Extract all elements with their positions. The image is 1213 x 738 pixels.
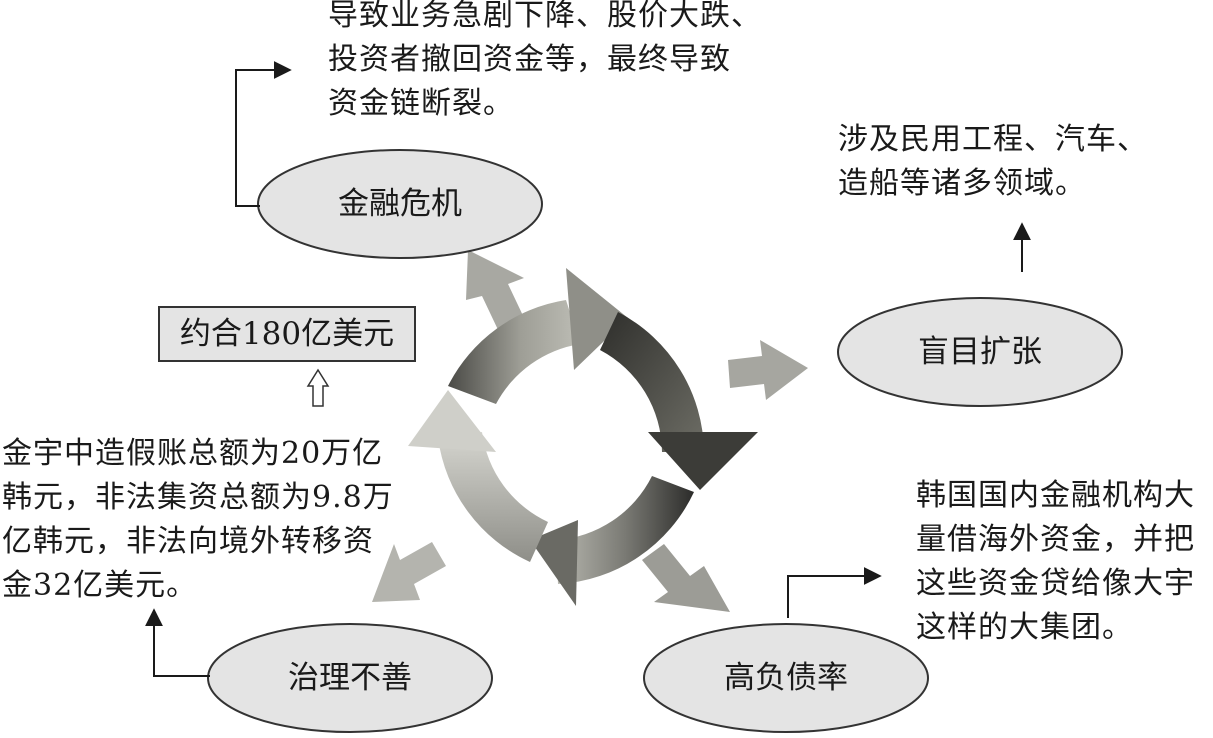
- outward-arrow-financial-crisis: [466, 250, 526, 334]
- node-label-financial-crisis: 金融危机: [338, 186, 462, 222]
- outward-arrow-governance: [372, 542, 446, 602]
- note-line: 金宇中造假账总额为20万亿: [2, 436, 384, 471]
- amount-box: 约合180亿美元: [158, 306, 416, 362]
- note-line: 造船等诸多领域。: [838, 166, 1086, 201]
- connector-debt-to-note: [787, 567, 882, 618]
- node-label-blind-expansion: 盲目扩张: [918, 334, 1042, 370]
- note-line: 量借海外资金，并把: [916, 522, 1195, 557]
- cycle-arc-right: [600, 312, 758, 490]
- hollow-up-arrow: [306, 368, 330, 407]
- connector-financial-crisis-to-note: [235, 61, 292, 207]
- cycle-arc-bottom: [530, 476, 694, 606]
- node-poor-governance: [207, 623, 493, 733]
- note-poor-governance: 金宇中造假账总额为20万亿 韩元，非法集资总额为9.8万 亿韩元，非法向境外转移…: [2, 432, 394, 608]
- note-line: 亿韩元，非法向境外转移资: [2, 524, 374, 559]
- note-line: 金32亿美元。: [2, 568, 198, 603]
- note-line: 这些资金贷给像大宇: [916, 566, 1195, 601]
- note-line: 涉及民用工程、汽车、: [838, 122, 1148, 157]
- node-financial-crisis: [257, 149, 543, 259]
- connector-governance-to-note: [145, 608, 210, 677]
- note-high-debt-ratio: 韩国国内金融机构大 量借海外资金，并把 这些资金贷给像大宇 这样的大集团。: [916, 474, 1195, 650]
- note-line: 这样的大集团。: [916, 610, 1133, 645]
- outward-arrow-high-debt: [642, 544, 730, 612]
- note-blind-expansion: 涉及民用工程、汽车、 造船等诸多领域。: [838, 118, 1148, 206]
- note-line: 投资者撤回资金等，最终导致: [328, 42, 731, 77]
- note-line: 韩国国内金融机构大: [916, 478, 1195, 513]
- note-line: 资金链断裂。: [328, 86, 514, 121]
- cycle-arc-top: [448, 268, 628, 404]
- cycle-arc-left: [408, 390, 548, 562]
- note-line: 导致业务急剧下降、股价大跌、: [328, 0, 762, 33]
- node-label-poor-governance: 治理不善: [288, 660, 412, 696]
- node-label-high-debt-ratio: 高负债率: [724, 660, 848, 696]
- node-high-debt-ratio: [643, 623, 929, 733]
- note-financial-crisis: 导致业务急剧下降、股价大跌、 投资者撤回资金等，最终导致 资金链断裂。: [328, 0, 762, 126]
- note-line: 韩元，非法集资总额为9.8万: [2, 480, 394, 515]
- outward-arrow-blind-expansion: [728, 340, 808, 400]
- node-blind-expansion: [837, 297, 1123, 407]
